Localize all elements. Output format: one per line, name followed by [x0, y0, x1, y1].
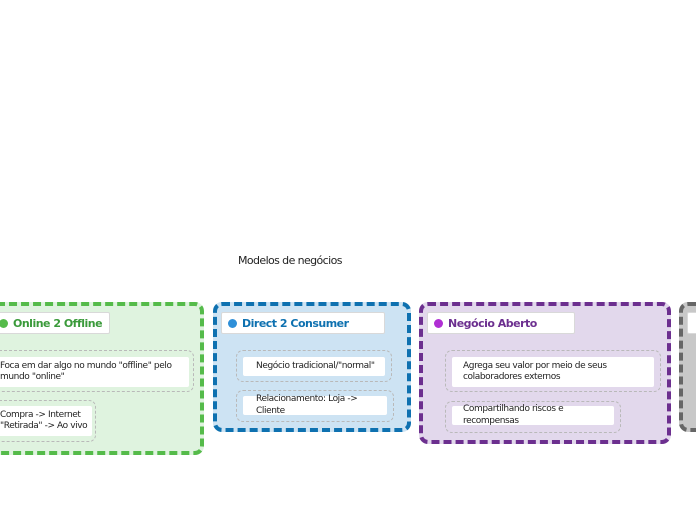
root-title[interactable]: Modelos de negócios	[238, 254, 342, 267]
green-dot-icon	[0, 318, 8, 328]
node-title-cut-off[interactable]	[687, 312, 696, 334]
purple-dot-icon	[434, 318, 443, 328]
subtopic-frame	[0, 400, 96, 442]
subtopic-online-1[interactable]: Foca em dar algo no mundo "offline" pelo…	[0, 357, 189, 387]
subtopic-text: Compra -> Internet "Retirada" -> Ao vivo	[0, 409, 88, 432]
node-title-online-2-offline[interactable]: Online 2 Offline	[0, 312, 110, 334]
subtopic-text: Agrega seu valor por meio de seus colabo…	[463, 360, 607, 383]
subtopic-frame	[445, 401, 621, 433]
subtopic-frame	[236, 350, 392, 382]
blue-dot-icon	[228, 318, 237, 328]
subtopic-text: Foca em dar algo no mundo "offline" pelo…	[0, 360, 172, 383]
node-cut-off[interactable]	[679, 302, 696, 432]
subtopic-text: Compartilhando riscos e recompensas	[463, 404, 564, 426]
subtopic-direct-1[interactable]: Negócio tradicional/"normal"	[243, 357, 385, 376]
node-title-negocio-aberto[interactable]: Negócio Aberto	[427, 312, 575, 334]
subtopic-direct-2[interactable]: Relacionamento: Loja -> Cliente	[243, 394, 387, 416]
subtopic-text: Relacionamento: Loja -> Cliente	[256, 394, 358, 416]
node-title-text: Negócio Aberto	[448, 316, 537, 330]
subtopic-frame	[0, 350, 194, 392]
subtopic-aberto-2[interactable]: Compartilhando riscos e recompensas	[452, 404, 614, 426]
node-title-text: Direct 2 Consumer	[242, 316, 349, 330]
subtopic-text: Negócio tradicional/"normal"	[256, 360, 375, 371]
subtopic-frame	[445, 350, 661, 392]
subtopic-frame	[236, 390, 394, 422]
node-title-text: Online 2 Offline	[13, 316, 103, 330]
subtopic-online-2[interactable]: Compra -> Internet "Retirada" -> Ao vivo	[0, 406, 92, 436]
subtopic-aberto-1[interactable]: Agrega seu valor por meio de seus colabo…	[452, 357, 654, 387]
node-title-direct-2-consumer[interactable]: Direct 2 Consumer	[221, 312, 385, 334]
